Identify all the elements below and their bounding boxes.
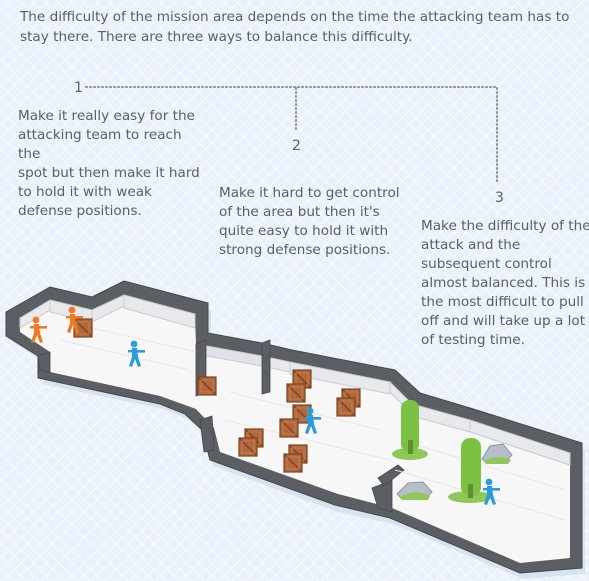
- callout-number-3: 3: [495, 190, 504, 206]
- callout-leader-lines: [85, 86, 498, 184]
- callout-text-2: Make it hard to get control of the area …: [219, 185, 400, 258]
- callout-number-1: 1: [74, 80, 83, 96]
- callout-number-2: 2: [292, 138, 301, 154]
- callout-text-3: Make the difficulty of the attack and th…: [421, 218, 589, 348]
- trees: [392, 400, 492, 503]
- intro-text: The difficulty of the mission area depen…: [20, 9, 570, 45]
- callout-text-1: Make it really easy for the attacking te…: [18, 108, 200, 219]
- rocks: [396, 443, 513, 500]
